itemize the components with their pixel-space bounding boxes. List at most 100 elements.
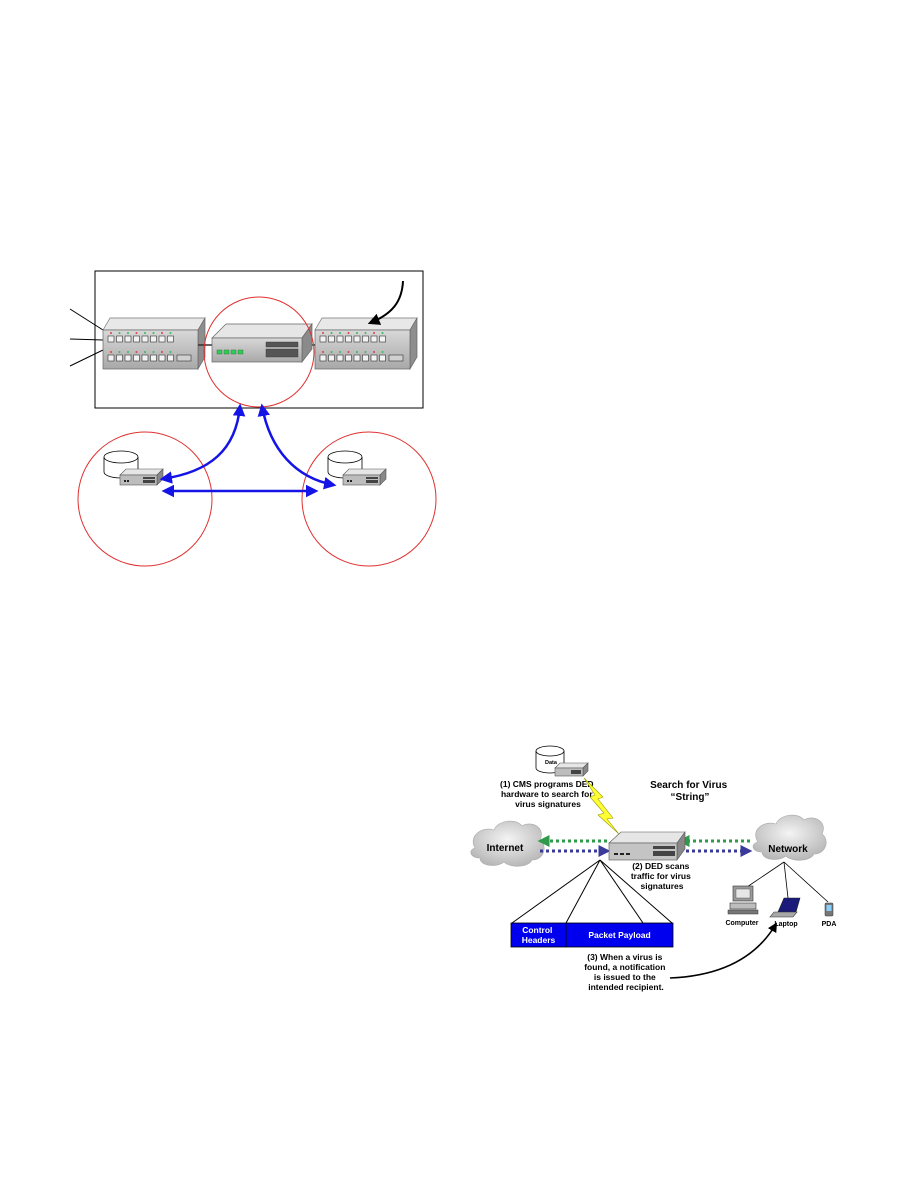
packet-fan-line [599, 859, 644, 924]
port-led [152, 332, 155, 334]
switch-port [353, 335, 361, 343]
step2-line: signatures [641, 881, 684, 891]
port-led [330, 332, 333, 334]
step1-line: (1) CMS programs DED [500, 779, 594, 789]
search-title-line: Search for Virus [650, 780, 728, 791]
uplink-port [176, 354, 192, 362]
step2-line: traffic for virus [631, 871, 691, 881]
port-led [144, 351, 146, 353]
port-led [347, 332, 350, 334]
step1-text: (1) CMS programs DED hardware to search … [500, 779, 596, 809]
laptop-icon [769, 897, 801, 918]
switch-port [362, 354, 369, 362]
search-title: Search for Virus “String” [650, 780, 730, 803]
switch-port [362, 335, 369, 343]
port-led [356, 351, 358, 353]
external-link-line [69, 338, 104, 341]
left-switch-icon [102, 316, 206, 371]
packet-diagram: Control Headers Packet Payload [510, 922, 674, 948]
switch-port [328, 335, 335, 343]
lightning-bolt-icon [583, 777, 620, 835]
right-switch-icon [314, 316, 418, 371]
switch-port [345, 354, 352, 362]
port-led [347, 351, 350, 353]
packet-payload-label: Packet Payload [588, 930, 650, 940]
port-led [127, 332, 129, 334]
switch-port [158, 354, 166, 362]
port-led [373, 332, 375, 334]
port-led [110, 332, 112, 334]
blue-arrow-center-to-left [159, 403, 246, 484]
step1-line: virus signatures [515, 799, 581, 809]
step1-line: hardware to search for [501, 789, 593, 799]
computer-label: Computer [725, 920, 758, 927]
switch-port [370, 335, 378, 343]
switch-port [167, 354, 174, 362]
central-ded-device-icon [608, 831, 686, 861]
switch-port [150, 335, 157, 343]
network-device-line [783, 861, 829, 903]
switch-port [141, 335, 149, 343]
pda-icon [824, 902, 834, 917]
left-red-circle [77, 431, 213, 567]
step3-text: (3) When a virus is found, a notificatio… [584, 952, 668, 992]
step2-text: (2) DED scans traffic for virus signatur… [631, 861, 693, 891]
port-led [118, 351, 121, 353]
port-led [322, 351, 324, 353]
db-label: Data [545, 760, 558, 766]
blue-arrow-center-to-right [257, 403, 337, 490]
switch-port [353, 354, 361, 362]
step3-line: found, a notification [584, 962, 665, 972]
switch-port [141, 354, 149, 362]
switch-port [107, 354, 115, 362]
port-led [110, 351, 112, 353]
switch-port [116, 335, 123, 343]
port-led [144, 332, 146, 334]
control-headers-line: Headers [522, 935, 556, 945]
right-ded-device-icon [342, 468, 387, 486]
bottom-diagram: Data (1) CMS programs DED hardware to se… [470, 745, 836, 992]
top-diagram [69, 270, 437, 567]
port-led [330, 351, 333, 353]
switch-port [133, 335, 140, 343]
step3-line: intended recipient. [588, 982, 664, 992]
laptop-label: Laptop [774, 921, 797, 928]
step2-line: (2) DED scans [632, 861, 689, 871]
step3-line: is issued to the [594, 972, 656, 982]
port-led [127, 351, 129, 353]
port-led [135, 332, 138, 334]
switch-port [328, 354, 335, 362]
control-headers-label: Control Headers [522, 925, 556, 945]
port-led [339, 332, 341, 334]
external-link-line [69, 349, 104, 367]
switch-port [336, 335, 344, 343]
network-label: Network [768, 844, 808, 855]
internet-label: Internet [487, 843, 524, 854]
notification-arrow [669, 922, 777, 979]
network-device-line [743, 861, 785, 890]
switch-port [167, 335, 174, 343]
port-led [169, 351, 172, 353]
uplink-port [388, 354, 404, 362]
control-headers-box [510, 922, 567, 948]
black-inbound-arrow [367, 280, 404, 325]
network-cloud-icon: Network [752, 814, 827, 861]
port-led [381, 332, 384, 334]
switch-port [379, 354, 386, 362]
port-led [364, 351, 367, 353]
port-led [161, 332, 163, 334]
port-led [356, 332, 358, 334]
packet-fan-line [565, 859, 601, 924]
switch-port [124, 335, 132, 343]
packet-payload-box [565, 922, 674, 948]
search-title-line: “String” [671, 792, 710, 803]
port-led [135, 351, 138, 353]
switch-port [133, 354, 140, 362]
computer-icon [727, 885, 759, 915]
switch-port [158, 335, 166, 343]
packet-fan-line [511, 859, 601, 924]
switch-port [150, 354, 157, 362]
switch-port [319, 335, 327, 343]
port-led [373, 351, 375, 353]
